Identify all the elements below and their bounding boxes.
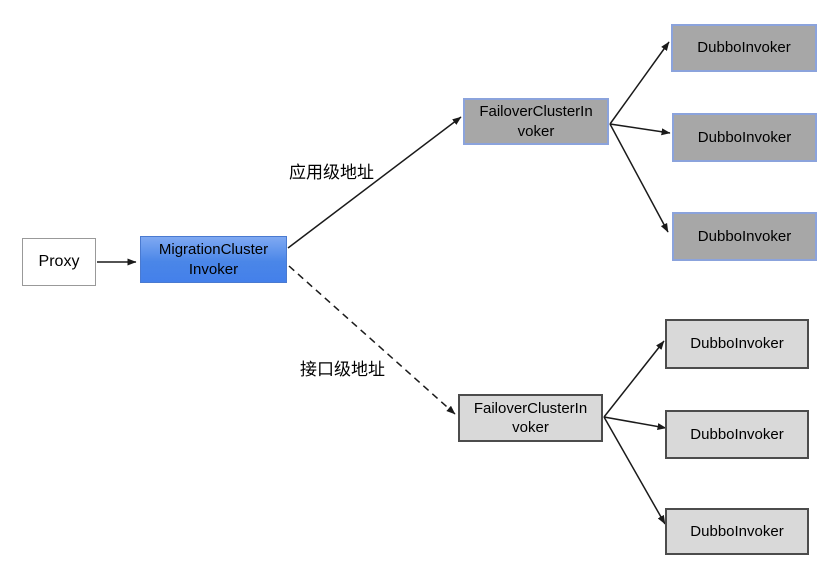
node-dubbo-invoker-app-3: DubboInvoker	[672, 212, 817, 261]
node-dubbo-invoker-interface-2: DubboInvoker	[665, 410, 809, 459]
edge-failover-interface-to-dubbo-3	[603, 416, 666, 525]
edge-failover-interface-to-dubbo-1	[603, 340, 665, 418]
edge-failover-app-to-dubbo-1	[609, 41, 670, 125]
node-dubbo-invoker-interface-3: DubboInvoker	[665, 508, 809, 555]
node-failover-cluster-invoker-interface: FailoverClusterIn voker	[458, 394, 603, 442]
node-proxy: Proxy	[22, 238, 96, 286]
edge-label-interface-level-address: 接口级地址	[300, 360, 385, 379]
edge-label-application-level-address: 应用级地址	[289, 163, 374, 182]
edge-failover-interface-to-dubbo-2	[603, 416, 667, 430]
edge-failover-app-to-dubbo-3	[609, 123, 669, 233]
edge-migration-to-failover-app	[287, 116, 462, 249]
node-failover-cluster-invoker-app: FailoverClusterIn voker	[463, 98, 609, 145]
node-dubbo-invoker-interface-1: DubboInvoker	[665, 319, 809, 369]
edge-migration-to-failover-interface	[288, 265, 456, 415]
node-migration-cluster-invoker: MigrationCluster Invoker	[140, 236, 287, 283]
edge-failover-app-to-dubbo-2	[609, 123, 671, 136]
node-dubbo-invoker-app-2: DubboInvoker	[672, 113, 817, 162]
node-dubbo-invoker-app-1: DubboInvoker	[671, 24, 817, 72]
